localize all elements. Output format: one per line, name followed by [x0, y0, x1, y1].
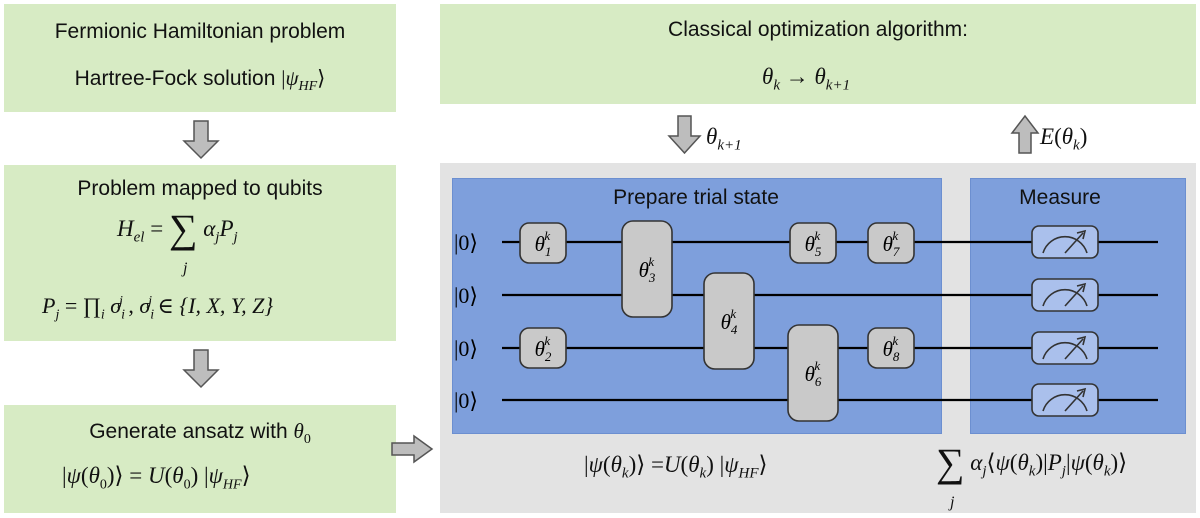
gate-theta5: θ5k — [789, 222, 837, 264]
qubit-mapping-title: Problem mapped to qubits — [77, 177, 323, 200]
svg-text:θ2k: θ2k — [535, 333, 552, 364]
input-state-4: |0⟩ — [454, 388, 478, 413]
measure-title: Measure — [1019, 186, 1101, 209]
svg-text:θ6k: θ6k — [805, 358, 822, 389]
input-state-3: |0⟩ — [454, 336, 478, 361]
meter-2 — [1031, 278, 1099, 312]
meter-3 — [1031, 331, 1099, 365]
gate-theta8: θ8k — [867, 327, 915, 369]
optimizer-title: Classical optimization algorithm: — [668, 18, 968, 41]
hamiltonian-title: Fermionic Hamiltonian problem — [54, 20, 346, 43]
energy-label: E(θk) — [1040, 124, 1088, 154]
prepare-title: Prepare trial state — [613, 186, 779, 209]
svg-text:θ1k: θ1k — [535, 228, 552, 259]
svg-text:θ7k: θ7k — [883, 228, 900, 259]
input-state-2: |0⟩ — [454, 283, 478, 308]
hamiltonian-box — [4, 4, 396, 112]
gate-theta3: θ3k — [621, 220, 673, 318]
hamiltonian-sum-equation: Hel = ∑j αjPj — [117, 206, 238, 278]
gate-theta2: θ2k — [519, 327, 567, 369]
pauli-string-equation: Pj = ∏i σij , σij ∈ {I, X, Y, Z} — [42, 293, 274, 323]
next-parameters-label: θk+1 — [706, 124, 742, 154]
hartree-fock-line: Hartree-Fock solution |ψHF⟩ — [74, 66, 326, 95]
gate-theta7: θ7k — [867, 222, 915, 264]
ansatz-state-equation: |ψ(θ0)⟩ = U(θ0) |ψHF⟩ — [62, 463, 251, 493]
gate-theta1: θ1k — [519, 222, 567, 264]
qubit-mapping-box — [4, 165, 396, 341]
input-state-1: |0⟩ — [454, 230, 478, 255]
input-states: |0⟩ |0⟩ |0⟩ |0⟩ — [454, 230, 478, 413]
trial-state-equation: |ψ(θk)⟩ =U(θk) |ψHF⟩ — [584, 452, 768, 482]
meter-4 — [1031, 383, 1099, 417]
svg-text:θ8k: θ8k — [883, 333, 900, 364]
meter-1 — [1031, 225, 1099, 259]
up-arrow-energy — [1010, 114, 1040, 154]
ansatz-title: Generate ansatz with θ0 — [89, 419, 311, 448]
down-arrow-1 — [182, 120, 220, 160]
classical-optimizer-box — [440, 4, 1196, 104]
right-arrow — [391, 434, 434, 464]
down-arrow-params — [667, 115, 702, 155]
svg-text:θ4k: θ4k — [721, 306, 738, 337]
expectation-value-equation: ∑j αj⟨ψ(θk)|Pj|ψ(θk)⟩ — [936, 440, 1128, 512]
quantum-circuit: |0⟩ |0⟩ |0⟩ |0⟩ θ1k θ2k θ3k θ4k θ5k θ6k … — [454, 220, 1158, 422]
gate-theta4: θ4k — [703, 272, 755, 370]
ansatz-box — [4, 405, 396, 513]
down-arrow-2 — [182, 349, 220, 389]
svg-text:θ5k: θ5k — [805, 228, 822, 259]
parameter-update: θk → θk+1 — [762, 64, 851, 94]
svg-text:θ3k: θ3k — [639, 254, 656, 285]
prepare-trial-state-region — [452, 178, 942, 434]
gate-theta6: θ6k — [787, 324, 839, 422]
